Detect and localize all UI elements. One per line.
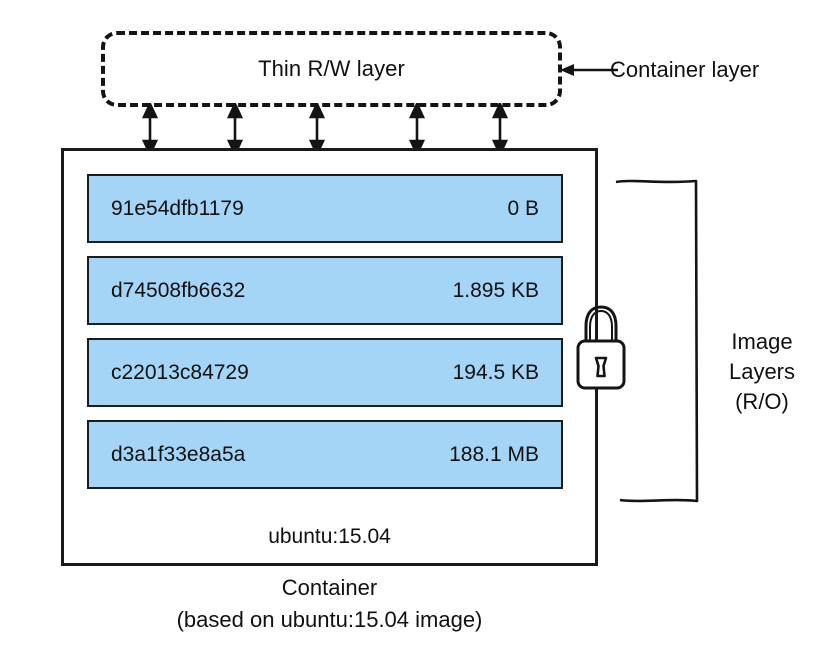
image-layers-bracket <box>615 179 699 503</box>
image-layers-label: Image Layers (R/O) <box>712 327 812 417</box>
layer-size: 188.1 MB <box>449 442 539 466</box>
caption-line-1: Container <box>281 575 378 600</box>
layer-id: d3a1f33e8a5a <box>111 442 246 466</box>
layer-id: c22013c84729 <box>111 360 249 384</box>
layer-id: 91e54dfb1179 <box>111 196 244 220</box>
container-layer-callout-label: Container layer <box>610 57 760 82</box>
image-layer-row: c22013c84729 194.5 KB <box>87 338 563 407</box>
padlock-icon <box>576 305 626 390</box>
container-layer-callout-arrow <box>560 64 618 76</box>
thin-rw-layer-box: Thin R/W layer <box>101 31 562 107</box>
image-layer-row: d74508fb6632 1.895 KB <box>87 256 563 325</box>
image-layers-label-line3: (R/O) <box>735 389 789 414</box>
layer-size: 1.895 KB <box>452 278 539 302</box>
image-layer-row: 91e54dfb1179 0 B <box>87 174 563 243</box>
layer-size: 0 B <box>507 196 539 220</box>
image-layer-row: d3a1f33e8a5a 188.1 MB <box>87 420 563 489</box>
image-layers-label-line2: Layers <box>728 359 796 384</box>
layer-id: d74508fb6632 <box>111 278 246 302</box>
thin-rw-layer-label: Thin R/W layer <box>258 56 405 81</box>
layer-size: 194.5 KB <box>452 360 539 384</box>
rw-to-image-connectors <box>141 103 509 155</box>
image-layers-stack: 91e54dfb1179 0 B d74508fb6632 1.895 KB c… <box>87 174 563 489</box>
container-image-tag: ubuntu:15.04 <box>268 525 391 548</box>
caption-line-2: (based on ubuntu:15.04 image) <box>176 607 483 632</box>
image-layers-label-line1: Image <box>731 329 793 354</box>
container-caption: Container (based on ubuntu:15.04 image) <box>61 572 598 636</box>
